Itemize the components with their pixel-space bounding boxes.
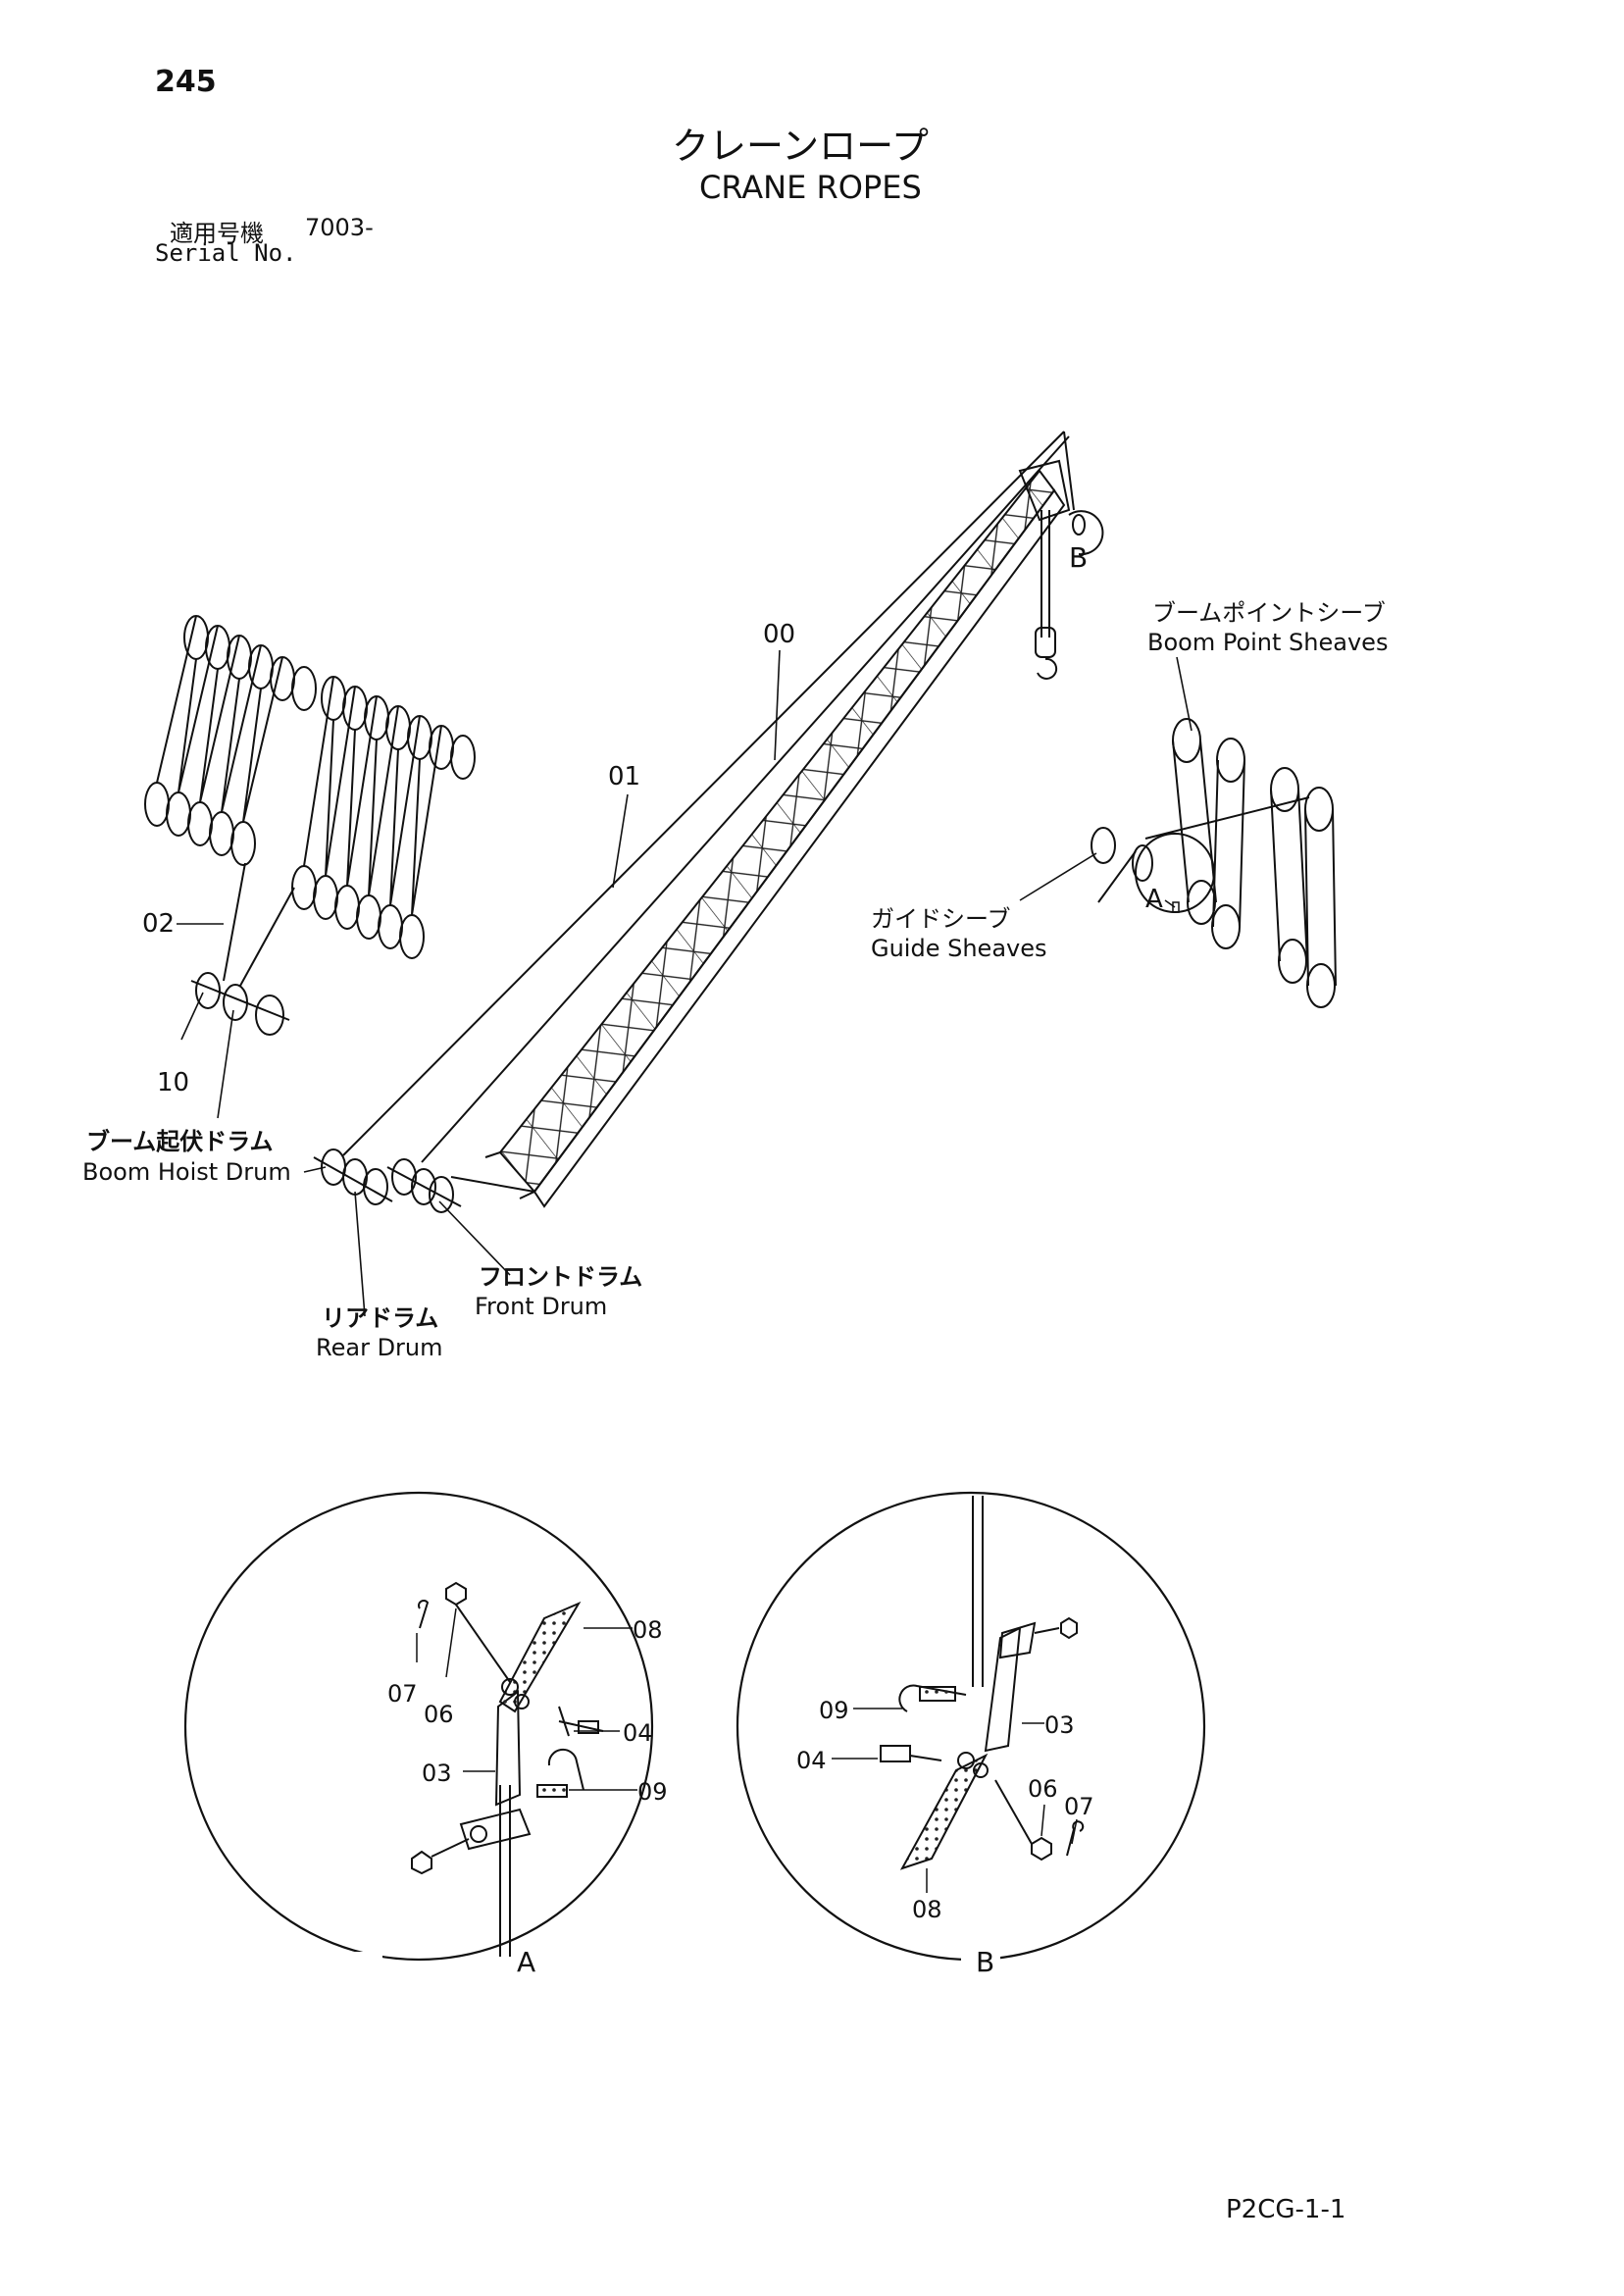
detail-b-title: B [976,1946,994,1978]
detail-a-marker-group: A [1135,833,1215,914]
callout-00: 00 [763,620,795,649]
label-front-drum-jp: フロントドラム [479,1263,642,1291]
detail-b-marker: B [1069,541,1088,574]
label-boom-hoist-jp: ブーム起伏ドラム [86,1128,274,1155]
detail-b-04: 04 [796,1747,827,1774]
label-boom-hoist-en: Boom Hoist Drum [82,1158,291,1186]
serial-label-japanese: 適用号機 [170,220,264,247]
label-front-drum-en: Front Drum [475,1293,607,1320]
serial-value: 7003- [305,214,374,241]
detail-a-title: A [517,1946,535,1978]
hook-block [1035,510,1058,680]
detail-b-08: 08 [912,1896,942,1923]
detail-a-06: 06 [424,1701,454,1728]
label-guide-en: Guide Sheaves [871,935,1047,962]
title-japanese: クレーンロープ [672,125,929,168]
rope-01 [342,431,1075,1163]
label-boom-point-en: Boom Point Sheaves [1147,629,1388,656]
boom-point-sheaves [1144,718,1337,1008]
callout-01: 01 [608,762,640,791]
detail-b-03: 03 [1044,1711,1075,1739]
detail-a-marker: A [1145,885,1163,914]
boom-hoist-drum [190,972,290,1036]
detail-a-03: 03 [422,1760,452,1787]
serial-label-english: Serial No. [155,239,297,267]
detail-a-09: 09 [637,1778,668,1806]
callout-02: 02 [142,909,175,939]
footer-code: P2CG-1-1 [1226,2195,1346,2224]
detail-a-07: 07 [387,1680,418,1708]
guide-sheaves [1091,827,1153,903]
reeving-sheave-pack [144,615,476,987]
detail-a-view: A [183,1491,668,1981]
detail-b-marker-group: B [1068,510,1104,574]
detail-a-04: 04 [623,1719,653,1747]
label-rear-drum-en: Rear Drum [316,1334,443,1361]
boom-lattice [484,459,1071,1208]
detail-b-06: 06 [1028,1775,1058,1803]
detail-a-08: 08 [633,1616,663,1644]
title-english: CRANE ROPES [699,169,922,206]
leader-lines [177,649,1193,1317]
label-rear-drum-jp: リアドラム [322,1304,438,1332]
detail-b-09: 09 [819,1697,849,1724]
detail-b-07: 07 [1064,1793,1094,1820]
callout-10: 10 [157,1068,189,1097]
label-guide-jp: ガイドシーブ [871,905,1011,933]
front-drum [386,1158,535,1213]
label-boom-point-jp: ブームポイントシーブ [1152,599,1386,627]
rear-drum [313,1148,393,1205]
detail-b-view: B [736,1491,1206,1981]
page-number: 245 [155,65,217,99]
